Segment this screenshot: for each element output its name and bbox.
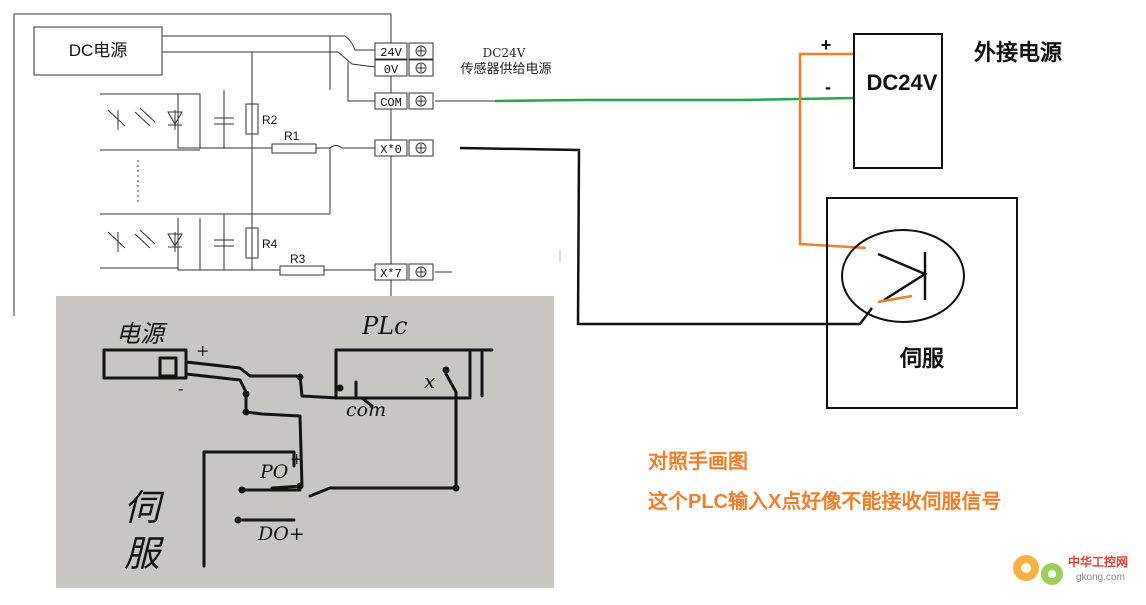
resistor-label-r2: R2 — [262, 113, 278, 127]
terminal-label: X*7 — [380, 267, 402, 281]
sketch-plc-text: PLc — [361, 312, 408, 340]
sketch-com-text: com — [346, 399, 386, 421]
sketch-plus-mark: + — [196, 341, 209, 360]
opto-1-diode — [167, 111, 183, 125]
note-line-2: 这个PLC输入X点好像不能接收伺服信号 — [648, 489, 1001, 513]
sketch-supply-terminal — [158, 356, 178, 378]
resistor-r1 — [271, 143, 317, 154]
photo-1-collector — [107, 109, 126, 127]
servo-label: 伺服 — [899, 346, 945, 371]
sketch-node — [238, 486, 246, 494]
servo-transistor-collector — [877, 252, 928, 302]
watermark-url: gkong.com — [1076, 572, 1125, 583]
sketch-supply-text: 电源 — [116, 320, 168, 348]
green-com-wire — [494, 96, 856, 103]
sensor-supply-label: 传感器供给电源 — [460, 61, 551, 77]
terminal-label: 0V — [384, 63, 399, 77]
sketch-node — [296, 373, 304, 381]
photo-2-collector — [107, 231, 126, 249]
wire-0v — [162, 51, 376, 68]
watermark-site: 中华工控网 — [1068, 554, 1128, 569]
resistor-label-r1: R1 — [284, 129, 300, 143]
external-supply-voltage: DC24V — [867, 70, 938, 95]
resistor-r4 — [245, 227, 259, 259]
servo-box — [826, 197, 1018, 409]
note-line-1: 对照手画图 — [648, 449, 748, 473]
terminal-0v[interactable]: 0V — [374, 59, 434, 77]
servo-transistor-circle — [841, 229, 965, 323]
photo-2-arrows — [134, 229, 156, 249]
sketch-minus-mark: - — [178, 379, 183, 398]
terminal-label: COM — [380, 96, 402, 110]
sensor-supply-voltage: DC24V — [483, 46, 526, 60]
sketch-node — [452, 484, 460, 492]
sketch-supply-wire-top — [184, 360, 340, 400]
resistor-label-r4: R4 — [262, 237, 278, 251]
dc-supply-label: DC电源 — [69, 41, 128, 60]
sketch-node — [442, 366, 450, 374]
supply-plus-sign: + — [821, 35, 832, 55]
sketch-servo-text-2: 服 — [124, 534, 165, 575]
gkong-watermark: 中华工控网 gkong.com — [1013, 554, 1128, 585]
sketch-paper — [56, 296, 554, 588]
dc-supply-box — [33, 26, 163, 76]
external-supply-box — [853, 33, 943, 169]
sketch-plc-com-wire — [354, 380, 374, 408]
plc-input-schematic — [13, 13, 500, 316]
wire-24v — [162, 35, 375, 51]
external-supply-title: 外接电源 — [974, 40, 1062, 65]
orange-plus-wire — [798, 52, 867, 250]
black-x0-signal-wire — [459, 146, 873, 326]
resistor-r2 — [245, 103, 259, 135]
sketch-supply-wire-bottom — [184, 372, 304, 490]
sketch-servo-text-1: 伺 — [124, 488, 165, 529]
sketch-servo-connections — [234, 488, 302, 522]
resistor-label-r3: R3 — [290, 252, 306, 266]
sketch-node — [296, 482, 304, 490]
photo-1-arrows — [134, 107, 156, 127]
terminal-24v[interactable]: 24V — [374, 42, 434, 60]
supply-minus-sign: - — [825, 77, 831, 97]
sketch-do-text: DO+ — [257, 523, 305, 545]
opto-2-diode — [167, 233, 183, 247]
opto-channel-1-top — [100, 93, 201, 148]
opto-channel-1 — [177, 94, 252, 149]
terminal-label: X*0 — [380, 143, 402, 157]
wire-com — [329, 36, 375, 102]
servo-orange-emitter — [877, 294, 913, 304]
sketch-paper-shade — [56, 296, 554, 588]
resistor-r3 — [279, 265, 325, 276]
wire-r1-right — [316, 145, 375, 149]
sketch-node — [336, 384, 344, 392]
terminal-label: 24V — [380, 46, 402, 60]
sketch-node — [242, 408, 250, 416]
opto-channel-2-box — [177, 218, 201, 271]
sketch-po-text: PO — [259, 461, 289, 483]
sketch-plc-box — [334, 348, 494, 400]
sketch-servo-bracket — [202, 450, 296, 568]
sketch-node — [242, 390, 250, 398]
sketch-supply-box — [102, 348, 188, 380]
sketch-po-plus-mark: + — [290, 449, 303, 468]
terminal-blocks: 24V 0V COM X*0 X*7 — [374, 42, 434, 281]
terminal-x0[interactable]: X*0 — [374, 139, 434, 157]
terminal-com[interactable]: COM — [374, 92, 434, 110]
sketch-x-text: x — [424, 369, 435, 393]
hand-sketch-photo: 电源 PLc com x 伺 服 PO DO+ + - + — [56, 296, 554, 588]
terminal-x7[interactable]: X*7 — [374, 263, 434, 281]
sketch-node — [234, 516, 242, 524]
